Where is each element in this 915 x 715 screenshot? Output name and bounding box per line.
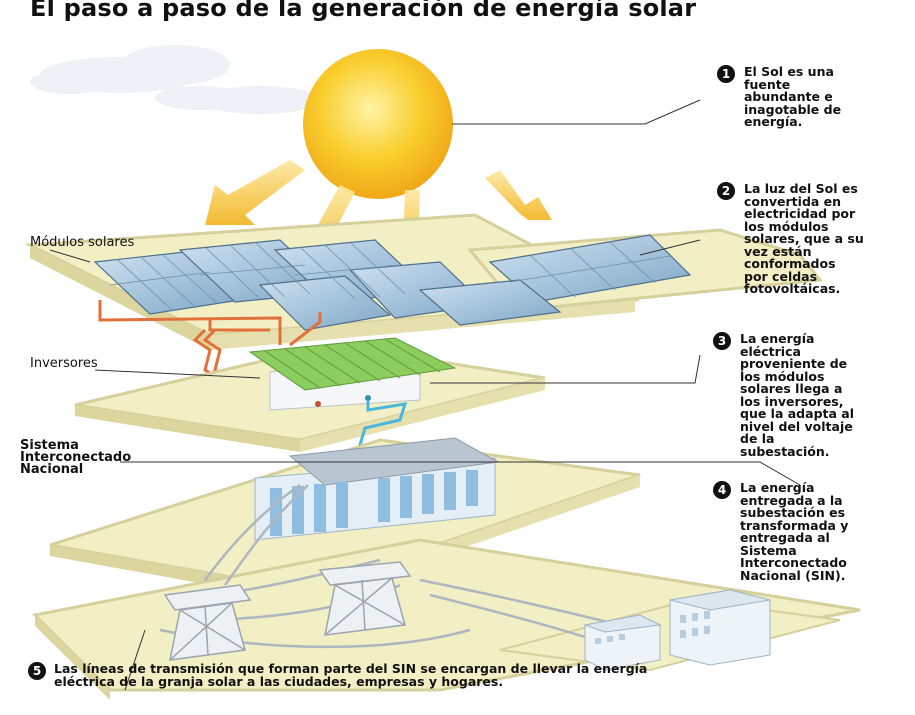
step-4: 4 La energía entregada a la subestación …	[713, 480, 910, 583]
step-1: 1 El Sol es una fuente abundante e inago…	[717, 64, 914, 129]
transmission-tower-left	[163, 584, 252, 661]
clouds	[30, 45, 320, 114]
label-modulos-solares: Módulos solares	[30, 235, 135, 250]
step-number-badge: 3	[713, 332, 731, 350]
sun-icon	[303, 49, 453, 199]
step-number-badge: 1	[717, 65, 735, 83]
step-text: La energía eléctrica proveniente de los …	[740, 331, 854, 459]
page-title: El paso a paso de la generación de energ…	[30, 0, 697, 22]
step-text: La luz del Sol es convertida en electric…	[744, 181, 864, 296]
step-text: El Sol es una fuente abundante e inagota…	[744, 64, 842, 129]
step-3: 3 La energía eléctrica proveniente de lo…	[713, 331, 910, 459]
solar-panels	[93, 234, 692, 331]
step-number-badge: 2	[717, 182, 735, 200]
label-inversores: Inversores	[30, 356, 98, 371]
transmission-tower-right	[318, 561, 412, 636]
step-5: 5 Las líneas de transmisión que forman p…	[28, 662, 888, 688]
step-number-badge: 4	[713, 481, 731, 499]
step-text: La energía entregada a la subestación es…	[740, 480, 849, 583]
city-buildings	[583, 589, 771, 671]
substation-building	[254, 437, 500, 541]
label-sistema-interconectado: Sistema Interconectado Nacional	[20, 438, 132, 477]
step-text: Las líneas de transmisión que forman par…	[54, 661, 648, 689]
leader-lines	[49, 99, 801, 691]
step-2: 2 La luz del Sol es convertida en electr…	[717, 181, 914, 296]
inverter-building	[248, 337, 457, 411]
step-number-badge: 5	[28, 662, 46, 680]
